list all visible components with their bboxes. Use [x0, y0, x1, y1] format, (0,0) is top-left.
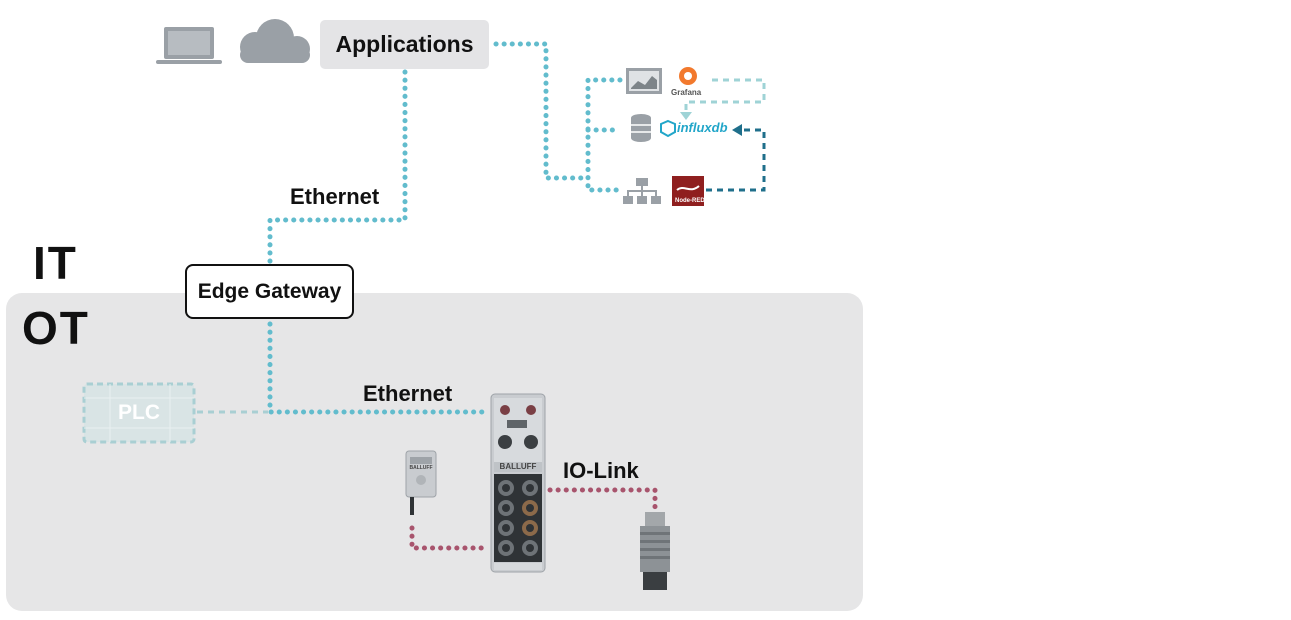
grafana-label: Grafana — [671, 88, 702, 97]
io-link-master-device — [490, 393, 546, 573]
influxdb-label: influxdb — [677, 120, 728, 135]
grafana-loop-line — [684, 78, 766, 112]
network-icon — [623, 178, 661, 204]
io-link-label: IO-Link — [563, 458, 639, 483]
ethernet-ot-label: Ethernet — [363, 381, 453, 406]
io-link-sensor-left — [405, 450, 437, 515]
plc-box-outline — [82, 382, 196, 444]
database-icon — [631, 114, 651, 142]
cloud-icon — [240, 19, 310, 63]
sensor-brand-label: BALLUFF — [409, 465, 433, 471]
node-red-label: Node-RED — [675, 198, 705, 204]
ethernet-it-line — [267, 69, 408, 265]
dashboard-icon — [626, 68, 662, 94]
it-zone-label: IT — [33, 237, 78, 289]
applications-node: Applications — [320, 20, 489, 69]
node-red-icon — [672, 176, 704, 206]
master-brand-label: BALLUFF — [499, 462, 537, 471]
plc-node: PLC — [118, 400, 160, 424]
laptop-icon — [156, 27, 222, 64]
io-link-sensor-right — [640, 512, 670, 590]
ethernet-it-label: Ethernet — [290, 184, 380, 209]
influxdb-icon — [660, 119, 676, 138]
io-link-right-line — [547, 487, 658, 513]
stack-bracket-line — [585, 77, 623, 193]
edge-gateway-node: Edge Gateway — [185, 264, 354, 319]
grafana-icon — [679, 67, 697, 85]
apps-stack-line — [493, 41, 591, 181]
nodered-influx-line — [706, 128, 766, 192]
io-link-left-line — [409, 525, 491, 551]
ot-zone-label: OT — [22, 302, 90, 354]
ethernet-ot-line — [267, 321, 491, 415]
